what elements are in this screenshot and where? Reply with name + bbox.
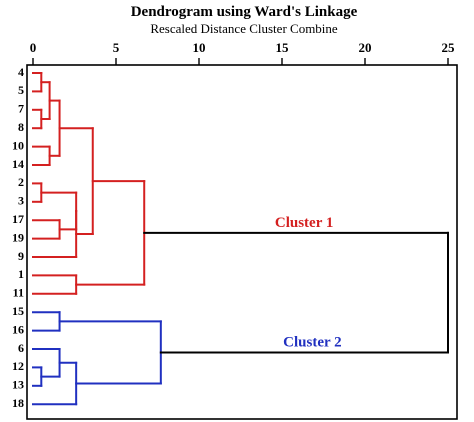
leaf-label: 16 — [12, 322, 24, 336]
leaf-label: 11 — [13, 286, 24, 300]
axis-tick-label: 5 — [113, 40, 120, 55]
leaf-label: 1 — [18, 267, 24, 281]
leaf-label: 6 — [18, 341, 24, 355]
leaf-label: 17 — [12, 212, 24, 226]
axis-tick-label: 10 — [193, 40, 206, 55]
dendrogram-tree — [32, 72, 449, 406]
axis-tick-label: 25 — [442, 40, 456, 55]
leaf-label: 5 — [18, 83, 24, 97]
leaf-label: 18 — [12, 396, 24, 410]
leaf-label: 2 — [18, 175, 24, 189]
leaf-label: 7 — [18, 102, 24, 116]
plot-frame — [26, 64, 458, 420]
distance-axis: 0 5 10 15 20 25 — [30, 40, 455, 65]
axis-tick-label: 15 — [276, 40, 290, 55]
leaf-label: 9 — [18, 249, 24, 263]
leaf-label: 15 — [12, 304, 24, 318]
leaf-label: 4 — [18, 65, 24, 79]
figure-subtitle: Rescaled Distance Cluster Combine — [150, 21, 338, 36]
leaf-label: 8 — [18, 120, 24, 134]
axis-tick-label: 20 — [359, 40, 372, 55]
leaf-label: 13 — [12, 378, 24, 392]
cluster-labels: Cluster 1 Cluster 2 — [275, 215, 342, 351]
leaf-label: 19 — [12, 230, 24, 244]
axis-tick-label: 0 — [30, 40, 37, 55]
leaf-label: 12 — [12, 359, 24, 373]
leaf-label: 14 — [12, 157, 24, 171]
figure-title: Dendrogram using Ward's Linkage — [131, 4, 358, 20]
leaf-label: 3 — [18, 194, 24, 208]
leaf-label: 10 — [12, 138, 24, 152]
cluster-label: Cluster 2 — [283, 334, 341, 350]
cluster-label: Cluster 1 — [275, 215, 333, 231]
